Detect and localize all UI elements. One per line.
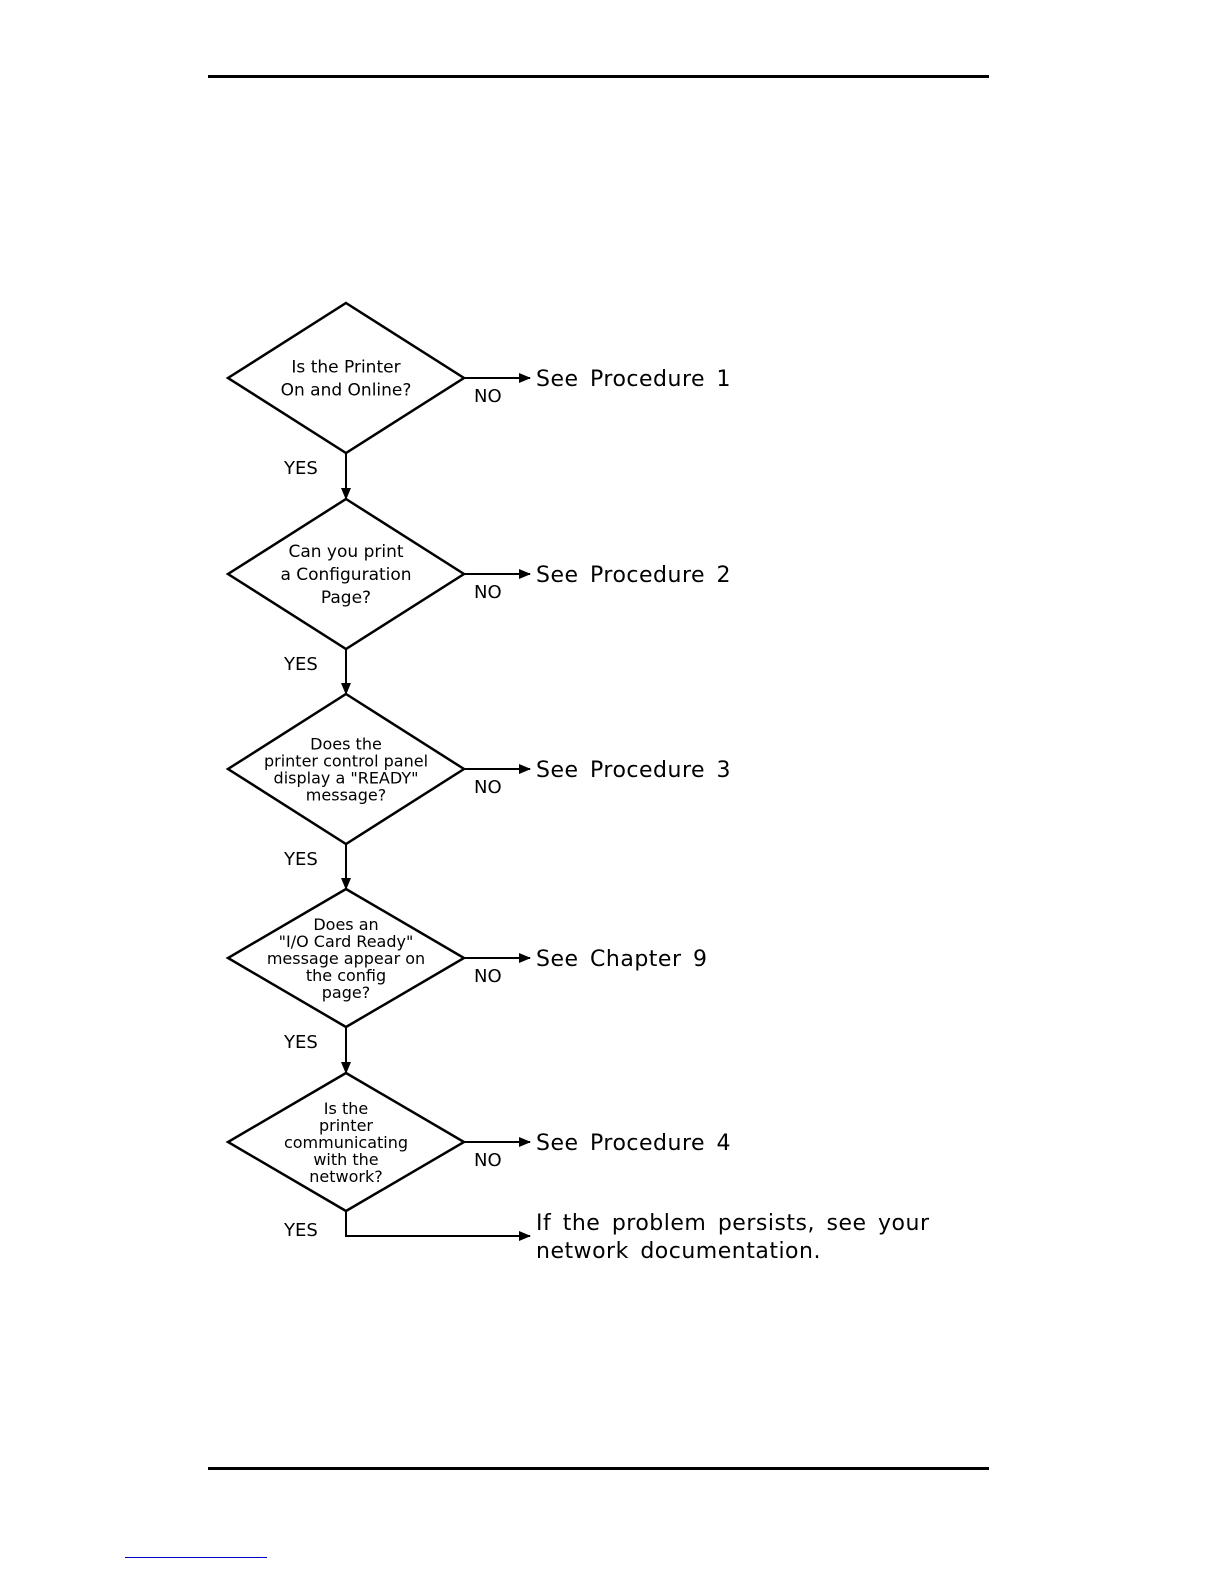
no-label: NO [474, 582, 502, 603]
decision-3-text-line: message? [306, 786, 386, 805]
no-label: NO [474, 386, 502, 407]
decision-3-text-line: display a "READY" [274, 769, 419, 788]
final-outcome-text-line: network documentation. [536, 1239, 821, 1264]
outcome-text: See Procedure 3 [536, 758, 731, 783]
decision-4-text-line: page? [322, 983, 370, 1002]
yes-label: YES [283, 1032, 318, 1053]
decision-4-text-line: Does an [313, 915, 378, 934]
footer-link-underline [125, 1557, 267, 1558]
no-label: NO [474, 777, 502, 798]
final-outcome-text-line: If the problem persists, see your [536, 1211, 930, 1236]
yes-label: YES [283, 849, 318, 870]
decision-4-text-line: message appear on [267, 949, 425, 968]
footer-rule [208, 1467, 989, 1470]
outcome-text: See Procedure 2 [536, 563, 731, 588]
decision-5-text-line: with the [313, 1150, 378, 1169]
yes-label: YES [283, 654, 318, 675]
decision-2-text-line: a Configuration [280, 565, 411, 585]
yes-label: YES [283, 1220, 318, 1241]
decision-5-text-line: printer [319, 1116, 373, 1135]
decision-3-text-line: Does the [310, 735, 382, 754]
outcome-text: See Procedure 4 [536, 1131, 731, 1156]
decision-1-text-line: On and Online? [281, 381, 412, 401]
header-rule [208, 75, 989, 78]
decision-4-text-line: the config [306, 966, 386, 985]
yes-arrow-final [345, 1211, 531, 1241]
decision-3-text-line: printer control panel [264, 752, 428, 771]
decision-5-text-line: communicating [284, 1133, 408, 1152]
no-label: NO [474, 1150, 502, 1171]
outcome-text: See Chapter 9 [536, 947, 707, 972]
no-label: NO [474, 966, 502, 987]
yes-label: YES [283, 458, 318, 479]
outcome-text: See Procedure 1 [536, 367, 731, 392]
decision-5-text-line: Is the [324, 1099, 368, 1118]
decision-1-text-line: Is the Printer [291, 358, 400, 378]
decision-5-text-line: network? [309, 1167, 382, 1186]
decision-2-text-line: Page? [321, 588, 371, 608]
decision-diamond-1 [225, 301, 467, 455]
decision-2-text-line: Can you print [288, 542, 403, 562]
decision-4-text-line: "I/O Card Ready" [279, 932, 414, 951]
